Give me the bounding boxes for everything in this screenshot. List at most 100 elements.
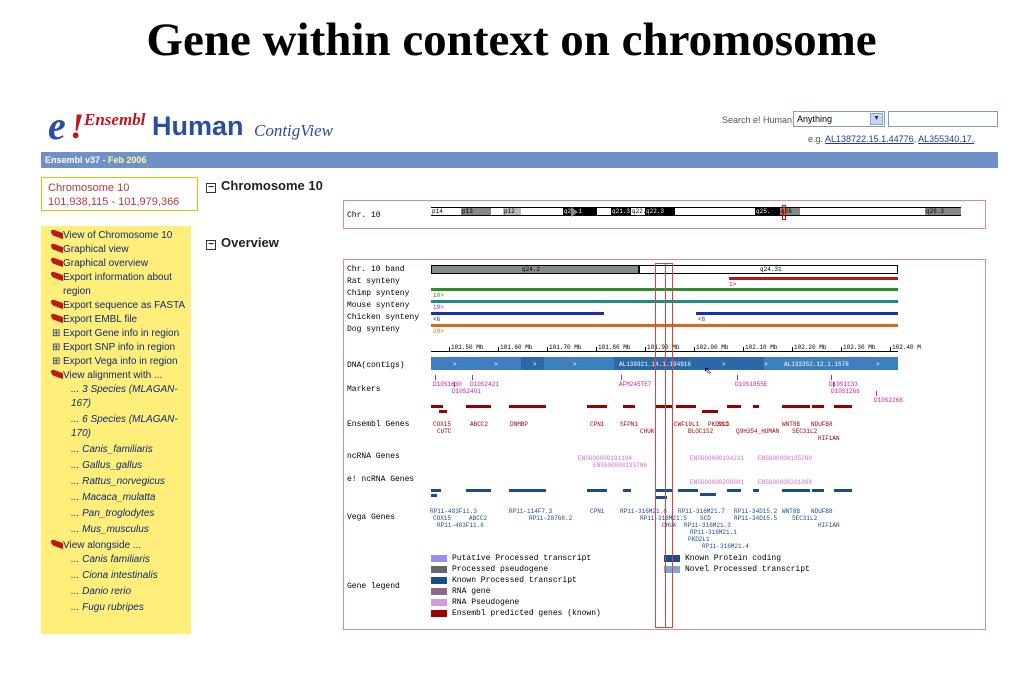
sidebar-subitem[interactable]: ... Danio rerio	[71, 586, 132, 597]
vega-gene-block[interactable]	[655, 489, 673, 492]
sidebar-item[interactable]: Graphical overview	[41, 256, 191, 271]
ensembl-gene-label[interactable]: CUTC	[437, 428, 452, 435]
vega-gene-label[interactable]: HIF1AN	[818, 522, 840, 529]
ideogram-band[interactable]	[491, 207, 503, 216]
vega-gene-label[interactable]: RP11-316M21.6	[620, 508, 667, 515]
e-ncrna-gene-label[interactable]: ENSG00000200081	[690, 479, 745, 486]
ensembl-gene-label[interactable]: CPN1	[590, 421, 605, 428]
sidebar-item[interactable]: Export EMBL file	[41, 312, 191, 327]
sidebar-item[interactable]: View alignment with ...	[41, 368, 191, 383]
sidebar-subitem[interactable]: ... Pan_troglodytes	[71, 508, 155, 519]
marker-label[interactable]: D10S1266	[831, 388, 860, 395]
vega-gene-label[interactable]: CHUK	[662, 522, 677, 529]
contig-segment[interactable]	[764, 357, 898, 370]
selected-region-highlight[interactable]	[655, 263, 673, 628]
sidebar-subitem[interactable]: ... Canis familiaris	[71, 554, 150, 565]
vega-gene-block[interactable]	[655, 496, 667, 499]
ncrna-gene-label[interactable]: ENSG00000195200	[758, 455, 813, 462]
ideogram-band[interactable]: p14	[431, 207, 461, 216]
ncrna-gene-label[interactable]: ENSG00000194231	[690, 455, 745, 462]
ensembl-gene-label[interactable]: COX15	[433, 421, 452, 428]
vega-gene-block[interactable]	[727, 489, 741, 492]
chromosome-section-header[interactable]: −Chromosome 10	[206, 178, 323, 193]
vega-gene-label[interactable]: RP11-316M21.3	[684, 522, 731, 529]
ensembl-gene-block[interactable]	[753, 405, 759, 408]
vega-gene-block[interactable]	[431, 494, 437, 497]
band-q24-2[interactable]: q24.2	[431, 265, 639, 274]
chicken-synteny-bar-1[interactable]	[431, 312, 604, 315]
vega-gene-block[interactable]	[587, 489, 607, 492]
vega-gene-block[interactable]	[834, 489, 852, 492]
ensembl-gene-block[interactable]	[431, 405, 443, 408]
sidebar-subitem[interactable]: ... 3 Species (MLAGAN-167)	[71, 384, 178, 409]
vega-gene-label[interactable]: SEC31L2	[792, 515, 818, 522]
sidebar-subitem[interactable]: ... Fugu rubripes	[71, 602, 144, 613]
vega-gene-label[interactable]: RP11-114F7.3	[509, 508, 553, 515]
sidebar-item[interactable]: Graphical view	[41, 242, 191, 257]
sidebar-item[interactable]: Export sequence as FASTA	[41, 298, 191, 313]
ensembl-gene-label[interactable]: DNMBP	[510, 421, 529, 428]
ideogram-band[interactable]: q21.3	[611, 207, 631, 216]
sidebar-subitem[interactable]: ... Ciona intestinalis	[71, 570, 158, 581]
sidebar-subitem[interactable]: ... Canis_familiaris	[71, 444, 153, 455]
species-select[interactable]: Anything ▼	[793, 111, 885, 127]
vega-gene-label[interactable]: ABCC2	[469, 515, 488, 522]
ideogram-band[interactable]: q22.	[631, 207, 645, 216]
e-ncrna-gene-label[interactable]: ENSG00000201098	[758, 479, 813, 486]
vega-gene-label[interactable]: RP11-316M21.1	[690, 529, 737, 536]
ideogram-band[interactable]: q21.1	[563, 207, 597, 216]
ideogram-band[interactable]: q26.3	[925, 207, 961, 216]
ensembl-gene-block[interactable]	[655, 405, 673, 408]
collapse-icon[interactable]: −	[206, 240, 216, 250]
vega-gene-block[interactable]	[623, 489, 631, 492]
marker-label[interactable]: D10S1855E	[735, 381, 768, 388]
vega-gene-label[interactable]: RP11-287G8.2	[529, 515, 573, 522]
sidebar-subitem[interactable]: ... Rattus_norvegicus	[71, 476, 165, 487]
ensembl-gene-label[interactable]: CHUK	[640, 428, 655, 435]
overview-section-header[interactable]: −Overview	[206, 235, 279, 250]
ensembl-gene-label[interactable]: SCD	[718, 421, 729, 428]
ensembl-gene-label[interactable]: ABCC2	[470, 421, 489, 428]
chimp-synteny-bar[interactable]	[431, 288, 898, 291]
vega-gene-label[interactable]: RP11-316M21.5	[640, 515, 687, 522]
vega-gene-block[interactable]	[753, 489, 759, 492]
ensembl-gene-block[interactable]	[466, 405, 491, 408]
example-link-2[interactable]: AL355340.17.	[918, 134, 975, 144]
vega-gene-block[interactable]	[466, 489, 491, 492]
ensembl-gene-block[interactable]	[782, 405, 810, 408]
rat-synteny-bar[interactable]	[729, 277, 898, 280]
ensembl-gene-label[interactable]: PKD2L1	[708, 421, 730, 428]
contig-segment[interactable]	[544, 357, 614, 370]
ideogram-band[interactable]: q22.3	[645, 207, 675, 216]
ensembl-gene-label[interactable]: NDUFB8	[811, 421, 833, 428]
sidebar-item[interactable]: View of Chromosome 10	[41, 228, 191, 243]
ensembl-gene-block[interactable]	[676, 405, 696, 408]
sidebar-item[interactable]: ⊞Export Gene info in region	[41, 327, 191, 341]
sidebar-item[interactable]: View alongside ...	[41, 538, 191, 553]
ensembl-gene-label[interactable]: Q9H354_HUMAN	[736, 428, 780, 435]
ensembl-logo-e[interactable]: e	[48, 103, 66, 148]
sidebar-subitem[interactable]: ... Macaca_mulatta	[71, 492, 156, 503]
vega-gene-block[interactable]	[782, 489, 810, 492]
marker-label[interactable]: D10S2421	[470, 381, 499, 388]
ensembl-gene-block[interactable]	[812, 405, 824, 408]
ncrna-gene-label[interactable]: ENSG00000193786	[593, 462, 648, 469]
chevron-down-icon[interactable]: ▼	[870, 113, 883, 125]
marker-label[interactable]: AFM245TE7	[619, 381, 652, 388]
ensembl-gene-block[interactable]	[702, 410, 718, 413]
ensembl-gene-label[interactable]: SFPN1	[620, 421, 639, 428]
ideogram-selection-marker[interactable]	[782, 205, 786, 220]
ensembl-gene-block[interactable]	[509, 405, 546, 408]
contig-segment[interactable]	[431, 357, 521, 370]
vega-gene-label[interactable]: RP11-316M21.4	[702, 543, 749, 550]
ensembl-gene-label[interactable]: BLOC1S2	[688, 428, 714, 435]
ensembl-gene-label[interactable]: SEC31L2	[792, 428, 818, 435]
ideogram-band[interactable]	[521, 207, 563, 216]
ensembl-gene-label[interactable]: WNT8B	[782, 421, 801, 428]
chicken-synteny-bar-2[interactable]	[696, 312, 898, 315]
mouse-synteny-bar[interactable]	[431, 300, 898, 303]
marker-label[interactable]: D10S1630	[433, 381, 462, 388]
vega-gene-label[interactable]: WNT8B	[782, 508, 801, 515]
ideogram-band[interactable]: q25.	[755, 207, 780, 216]
vega-gene-label[interactable]: PKD2L1	[688, 536, 710, 543]
